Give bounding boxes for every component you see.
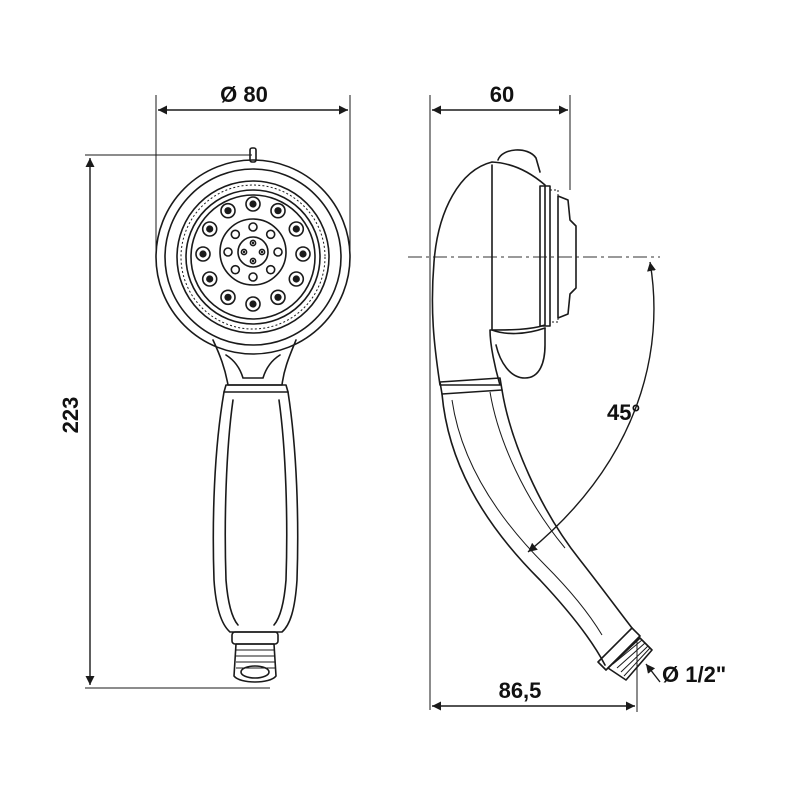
- inner-nozzle: [265, 264, 276, 275]
- center-nozzle-core: [242, 250, 246, 254]
- front-handle-inner: [224, 399, 288, 626]
- side-lever: [495, 327, 546, 379]
- front-face-ring-2: [185, 189, 321, 325]
- center-nozzle-core: [251, 259, 255, 263]
- front-view: [155, 147, 351, 683]
- side-collar: [439, 377, 503, 395]
- front-neck-inner: [225, 354, 281, 379]
- side-handle-inner: [501, 389, 633, 629]
- leader-thread: [645, 663, 661, 683]
- label-height: 223: [58, 397, 83, 434]
- inner-nozzle: [265, 229, 276, 240]
- outer-nozzle-core: [206, 275, 214, 283]
- inner-nozzle: [230, 229, 241, 240]
- center-nozzle-core: [251, 241, 255, 245]
- side-handle-highlight: [451, 399, 603, 636]
- outer-nozzle-core: [206, 225, 214, 233]
- inner-nozzle: [223, 247, 233, 257]
- front-face-ring-3: [190, 194, 316, 320]
- outer-nozzle-core: [274, 207, 282, 215]
- outer-nozzle-core: [299, 250, 307, 258]
- front-thread-lines: [236, 649, 275, 669]
- inner-nozzle: [248, 222, 258, 232]
- side-connector-thread: [607, 637, 653, 681]
- inner-nozzle-ring: [223, 222, 283, 282]
- side-thread-lines: [612, 639, 651, 677]
- side-dimensions: 60 86,5 45° Ø 1/2": [429, 82, 726, 712]
- front-center-ring: [237, 236, 269, 268]
- side-face-serration: [549, 189, 559, 323]
- side-head-inner: [491, 164, 546, 335]
- label-diameter: Ø 80: [220, 82, 268, 107]
- outer-nozzle-core: [224, 293, 232, 301]
- front-head-rim: [164, 168, 342, 346]
- front-inner-ring: [219, 218, 287, 286]
- label-depth: 60: [490, 82, 514, 107]
- front-connector-collar: [231, 631, 279, 645]
- label-angle: 45°: [607, 400, 640, 425]
- front-dimensions: Ø 80 223: [58, 82, 351, 689]
- outer-nozzle-core: [292, 225, 300, 233]
- dim-arc-angle: [527, 261, 656, 553]
- side-top-knob: [497, 149, 541, 173]
- front-head-outer: [155, 159, 351, 355]
- outer-nozzle-core: [224, 207, 232, 215]
- side-head-shell: [431, 161, 546, 386]
- inner-nozzle: [273, 247, 283, 257]
- outer-nozzle-core: [249, 200, 257, 208]
- center-nozzle-core: [260, 250, 264, 254]
- outer-nozzle-core: [274, 293, 282, 301]
- side-connector-collar: [597, 627, 641, 671]
- side-handle-outer: [441, 393, 606, 666]
- outer-nozzle-core: [199, 250, 207, 258]
- inner-nozzle: [230, 264, 241, 275]
- outer-nozzle-ring: [195, 196, 311, 312]
- front-face-ring-1: [176, 180, 330, 334]
- outer-nozzle-core: [249, 300, 257, 308]
- front-face-serration: [180, 184, 326, 330]
- label-length: 86,5: [499, 678, 542, 703]
- front-neck-band: [223, 384, 289, 393]
- front-connector-opening: [240, 665, 270, 679]
- outer-nozzle-core: [292, 275, 300, 283]
- center-nozzle-group: [240, 239, 266, 265]
- inner-nozzle: [248, 272, 258, 282]
- front-connector-thread: [233, 643, 277, 683]
- label-thread: Ø 1/2": [662, 662, 726, 687]
